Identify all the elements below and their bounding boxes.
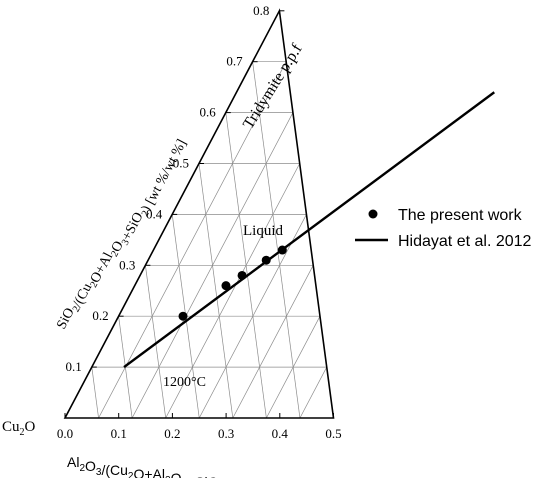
grid-line xyxy=(232,265,314,419)
grid-line xyxy=(225,112,267,419)
grid-line xyxy=(91,367,99,419)
grid-line xyxy=(165,163,300,419)
grid-lines xyxy=(91,61,328,419)
series-points-present-work xyxy=(178,245,287,321)
x-tick-label: 0.2 xyxy=(164,426,180,441)
x-tick-label: 0.3 xyxy=(218,426,234,441)
y-tick-label: 0.5 xyxy=(173,156,189,171)
legend: The present work Hidayat et al. 2012 xyxy=(355,207,532,250)
grid-line xyxy=(145,265,167,419)
annotation-tridymite: Tridymite p.p.f xyxy=(240,40,306,132)
y-tick-label: 0.3 xyxy=(119,257,135,272)
x-tick-label: 0.1 xyxy=(111,426,127,441)
y-tick-label: 0.8 xyxy=(253,3,269,18)
y-tick-label: 0.1 xyxy=(66,359,82,374)
x-axis-label: Al2O3/(Cu2O+Al2O3+SiO2) [wt %/wt %] xyxy=(67,454,305,478)
y-tick-label: 0.6 xyxy=(200,105,217,120)
legend-marker-present-work xyxy=(368,209,378,219)
series-line-hidayat xyxy=(123,91,495,369)
y-tick-label: 0.4 xyxy=(146,206,163,221)
data-point xyxy=(237,270,247,280)
y-tick-label: 0.7 xyxy=(226,54,243,69)
x-tick-labels: 0.0 0.1 0.2 0.3 0.4 0.5 xyxy=(57,426,342,441)
grid-line xyxy=(98,61,287,419)
data-point xyxy=(178,311,188,321)
grid-line xyxy=(198,163,234,419)
data-point xyxy=(277,245,287,255)
x-tick-label: 0.4 xyxy=(272,426,289,441)
y-tick-labels: 0.1 0.2 0.3 0.4 0.5 0.6 0.7 0.8 xyxy=(66,3,270,374)
annotation-temperature: 1200°C xyxy=(163,375,206,390)
annotation-liquid: Liquid xyxy=(243,223,283,239)
corner-label-cu2o: Cu2O xyxy=(2,419,36,438)
grid-line xyxy=(299,366,328,419)
x-tick-label: 0.5 xyxy=(325,426,341,441)
grid-line xyxy=(252,61,301,419)
x-tick-marks xyxy=(64,413,334,418)
data-point xyxy=(261,255,271,265)
y-tick-label: 0.2 xyxy=(92,308,108,323)
y-tick-marks xyxy=(91,10,285,368)
legend-label-present-work: The present work xyxy=(398,207,523,224)
x-tick-label: 0.0 xyxy=(57,426,73,441)
data-point xyxy=(221,281,231,291)
legend-label-hidayat: Hidayat et al. 2012 xyxy=(398,233,532,250)
